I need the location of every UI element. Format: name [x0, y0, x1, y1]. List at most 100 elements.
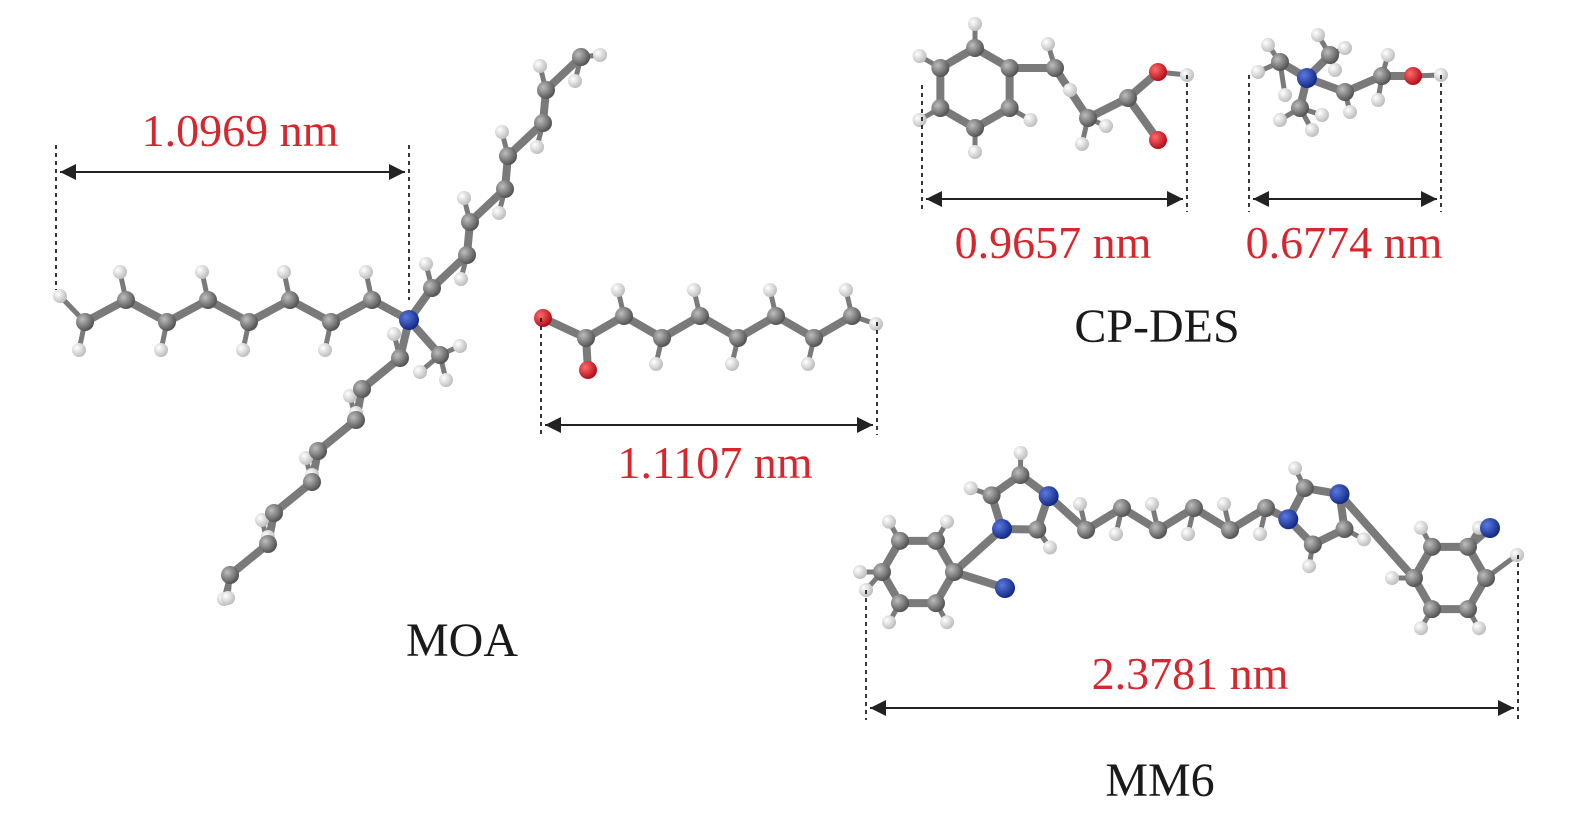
dimension-hcinnamic	[922, 75, 1187, 212]
hydrogen-atom	[454, 272, 468, 286]
hydrogen-atom	[453, 339, 467, 353]
carbon-atom	[391, 349, 409, 367]
carbon-atom	[1271, 53, 1289, 71]
carbon-atom	[221, 566, 239, 584]
carbon-atom	[729, 329, 747, 347]
carbon-atom	[1405, 569, 1423, 587]
hydrogen-atom	[1273, 113, 1287, 127]
carbon-atom	[577, 329, 595, 347]
carbon-atom	[931, 59, 949, 77]
hydrogen-atom	[1311, 28, 1325, 42]
hydrogen-atom	[1288, 461, 1302, 475]
carbon-atom	[363, 291, 381, 309]
hydrogen-atom	[492, 206, 506, 220]
carbon-atom	[927, 594, 945, 612]
carbon-atom	[572, 48, 590, 66]
hydrogen-atom	[1357, 532, 1371, 546]
oxygen-atom	[579, 361, 597, 379]
carbon-atom	[1001, 59, 1019, 77]
oxygen-atom	[1149, 131, 1167, 149]
nitrogen-atom	[399, 310, 419, 330]
hydrogen-atom	[1385, 571, 1399, 585]
hydrogen-atom	[1315, 108, 1329, 122]
hydrogen-atom	[1261, 38, 1275, 52]
carbon-atom	[458, 246, 476, 264]
carbon-atom	[1185, 499, 1203, 517]
hydrogen-atom	[1217, 497, 1231, 511]
moa-label: MOA	[406, 614, 518, 667]
carbon-atom	[1079, 109, 1097, 127]
carbon-atom	[1001, 99, 1019, 117]
carbon-atom	[1113, 499, 1131, 517]
hydrogen-atom	[419, 257, 433, 271]
carbon-atom	[1304, 536, 1322, 554]
hydrogen-atom	[940, 515, 954, 529]
hydrogen-atom	[221, 591, 235, 605]
carbon-atom	[1257, 499, 1275, 517]
carbon-atom	[1011, 466, 1029, 484]
hydrogen-atom	[113, 265, 127, 279]
dimension-moa	[56, 145, 409, 300]
carbon-atom	[891, 594, 909, 612]
carbon-atom	[1373, 67, 1391, 85]
nitrogen-atom	[1480, 518, 1500, 538]
hydrogen-atom	[687, 283, 701, 297]
carbon-atom	[1028, 521, 1046, 539]
hydrogen-atom	[913, 113, 927, 127]
carbon-atom	[1423, 538, 1441, 556]
hydrogen-atom	[725, 357, 739, 371]
carbon-atom	[615, 307, 633, 325]
hydrogen-atom	[1510, 548, 1524, 562]
hydrogen-atom	[1338, 41, 1352, 55]
hydrogen-atom	[1414, 621, 1428, 635]
hydrogen-atom	[611, 283, 625, 297]
carbon-atom	[240, 313, 258, 331]
hydrogen-atom	[1043, 540, 1057, 554]
hydrogen-atom	[1305, 123, 1319, 137]
hydrogen-atom	[236, 343, 250, 357]
hydrogen-atom	[495, 125, 509, 139]
nitrogen-atom	[1278, 509, 1298, 529]
carbon-atom	[1336, 520, 1354, 538]
hydrogen-atom	[72, 343, 86, 357]
carbon-atom	[423, 279, 441, 297]
oxygen-atom	[1149, 63, 1167, 81]
mm6-label: MM6	[1105, 754, 1214, 807]
carbon-atom	[1296, 479, 1314, 497]
hydrogen-atom	[593, 48, 607, 62]
carbon-atom	[309, 442, 327, 460]
carbon-atom	[966, 119, 984, 137]
hydrogen-atom	[649, 357, 663, 371]
nitrogen-atom	[992, 519, 1012, 539]
carbon-atom	[1423, 600, 1441, 618]
hydrogen-atom	[1023, 113, 1037, 127]
carbon-atom	[1459, 600, 1477, 618]
hydrogen-atom	[1073, 497, 1087, 511]
hydrogen-atom	[1472, 621, 1486, 635]
hydrogen-atom	[533, 59, 547, 73]
carbon-atom	[1336, 83, 1354, 101]
carbon-atom	[843, 307, 861, 325]
hydrogen-atom	[1278, 88, 1292, 102]
hcinnamic-length-label: 0.9657 nm	[955, 217, 1152, 268]
hydrogen-atom	[913, 49, 927, 63]
carbon-atom	[653, 329, 671, 347]
moa-length-label: 1.0969 nm	[142, 105, 339, 156]
carbon-atom	[303, 473, 321, 491]
carbon-atom	[353, 380, 371, 398]
carbon-atom	[1477, 569, 1495, 587]
carbon-atom	[1221, 521, 1239, 539]
carbon-atom	[496, 180, 514, 198]
carbon-atom	[199, 291, 217, 309]
hydrogen-atom	[1109, 527, 1123, 541]
hydrogen-atom	[154, 343, 168, 357]
carbon-atom	[1459, 538, 1477, 556]
carbon-atom	[431, 346, 449, 364]
carbon-atom	[945, 563, 963, 581]
hydrogen-atom	[1075, 137, 1089, 151]
carbon-atom	[322, 313, 340, 331]
hydrogen-atom	[1251, 65, 1265, 79]
carbon-atom	[931, 99, 949, 117]
